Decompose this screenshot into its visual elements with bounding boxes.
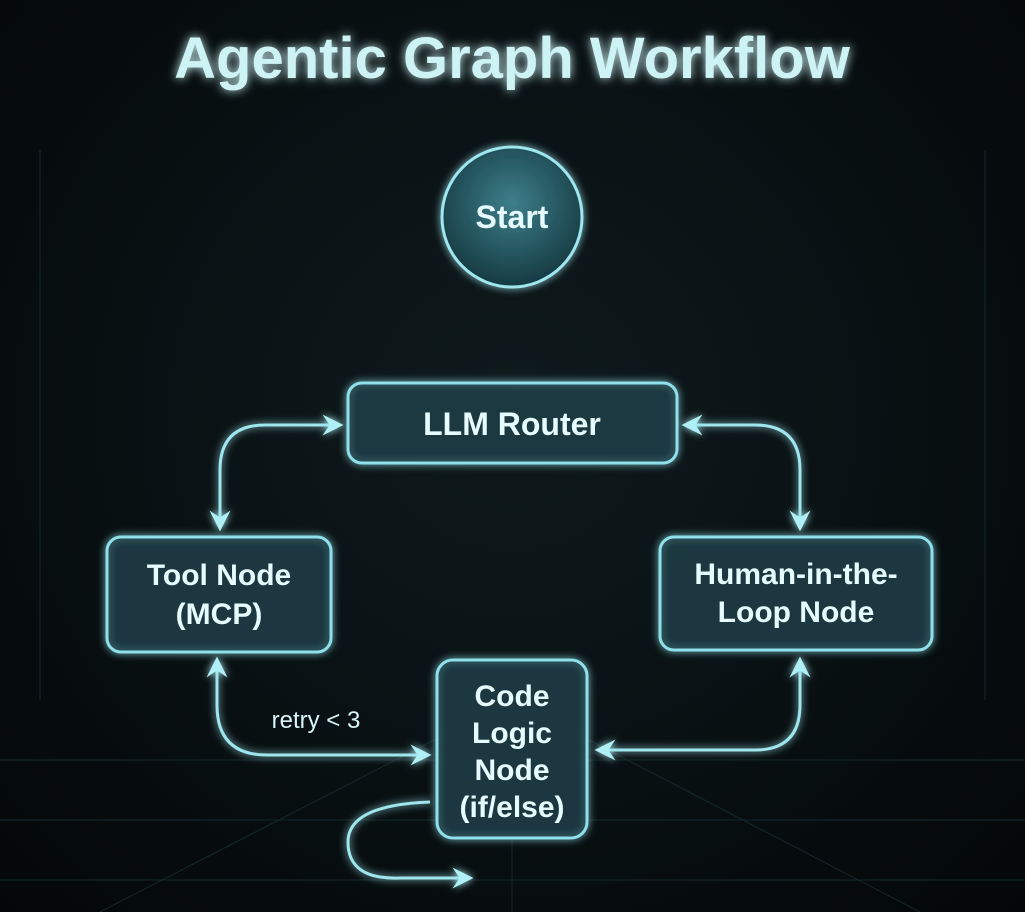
- node-start-label: Start: [476, 199, 549, 235]
- node-tool[interactable]: Tool Node (MCP): [105, 535, 333, 654]
- node-code-label-1: Code: [475, 680, 550, 713]
- edge-tool-code-retry: [206, 656, 432, 766]
- edge-router-human: [681, 414, 811, 532]
- node-code-label-3: Node: [475, 754, 550, 787]
- diagram-title: Agentic Graph Workflow: [174, 26, 851, 91]
- node-router-label: LLM Router: [423, 406, 601, 442]
- node-start[interactable]: Start: [440, 145, 584, 289]
- node-code-logic[interactable]: Code Logic Node (if/else): [435, 658, 589, 840]
- node-tool-label-2: (MCP): [176, 598, 263, 631]
- node-human-label-1: Human-in-the-: [694, 558, 897, 591]
- edge-code-loop: [346, 800, 474, 889]
- node-code-label-2: Logic: [472, 717, 552, 750]
- node-llm-router[interactable]: LLM Router: [346, 381, 679, 465]
- edge-human-code: [594, 656, 811, 761]
- node-tool-label-1: Tool Node: [147, 559, 291, 592]
- edges: [206, 290, 811, 889]
- retry-label: retry < 3: [272, 707, 361, 734]
- node-human-in-the-loop[interactable]: Human-in-the- Loop Node: [658, 535, 934, 652]
- edge-router-tool: [209, 414, 344, 532]
- node-code-label-4: (if/else): [459, 791, 564, 824]
- node-human-label-2: Loop Node: [718, 596, 875, 629]
